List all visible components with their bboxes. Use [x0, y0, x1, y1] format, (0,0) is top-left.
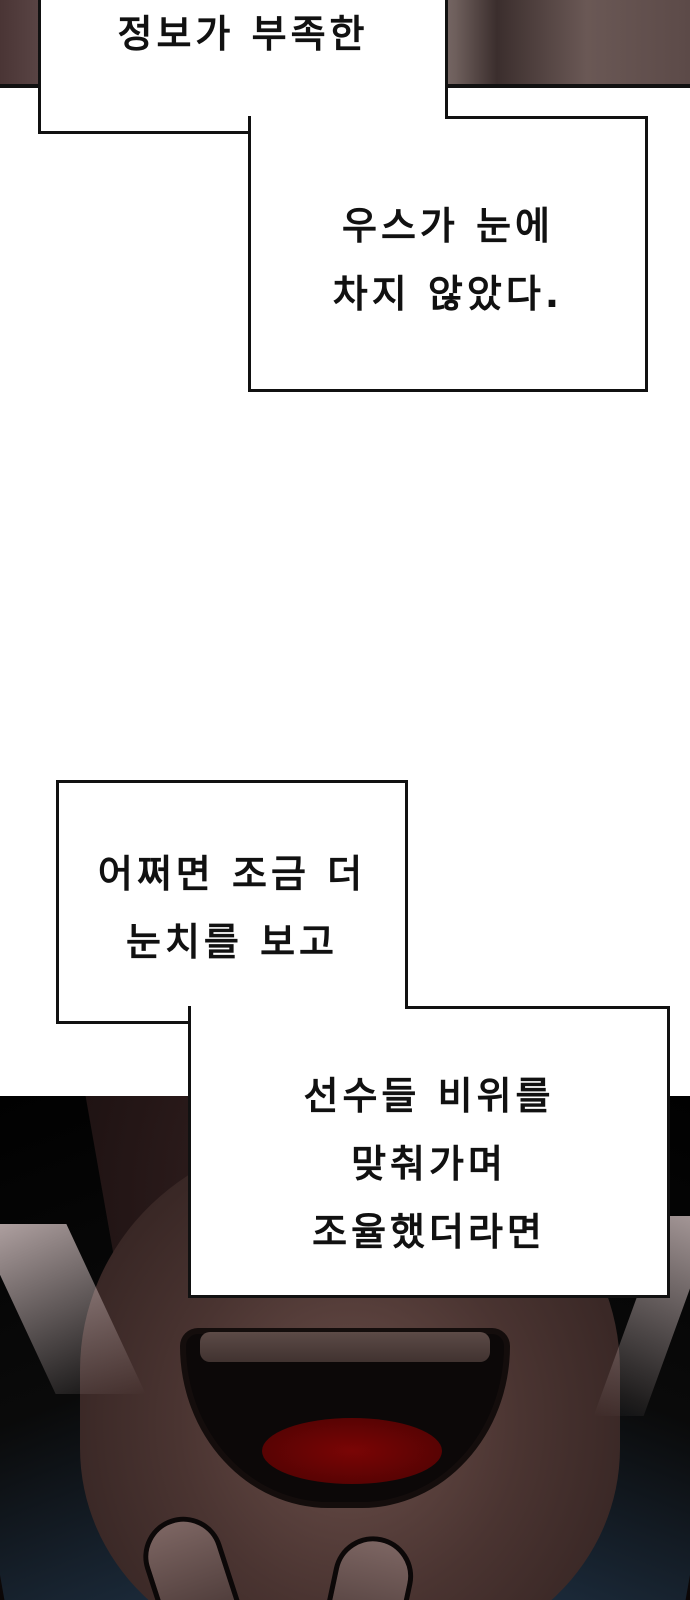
caption-1-line-1: 정보가 부족한	[117, 12, 369, 56]
teeth-shape	[200, 1332, 490, 1362]
caption-3-line-1: 어쩌면 조금 더	[97, 852, 367, 896]
caption-3-text: 어쩌면 조금 더 눈치를 보고	[70, 840, 394, 976]
caption-4-line-1: 선수들 비위를	[303, 1074, 555, 1118]
caption-2-line-2: 차지 않았다.	[332, 272, 564, 316]
caption-3-line-2: 눈치를 보고	[125, 920, 339, 964]
caption-2-line-1: 우스가 눈에	[341, 204, 555, 248]
caption-2-text: 우스가 눈에 차지 않았다.	[270, 192, 626, 328]
caption-box-4	[188, 1006, 670, 1298]
caption-box-3	[56, 780, 408, 1024]
caption-join-patch-2	[191, 1000, 405, 1030]
caption-join-patch-1	[251, 110, 445, 140]
caption-4-text: 선수들 비위를 맞춰가며 조율했더라면	[210, 1062, 648, 1266]
caption-box-2	[248, 116, 648, 392]
caption-4-line-3: 조율했더라면	[312, 1210, 546, 1254]
tongue-shape	[262, 1418, 442, 1484]
caption-4-line-2: 맞춰가며	[351, 1142, 507, 1186]
caption-1-text: 정보가 부족한	[60, 0, 426, 68]
